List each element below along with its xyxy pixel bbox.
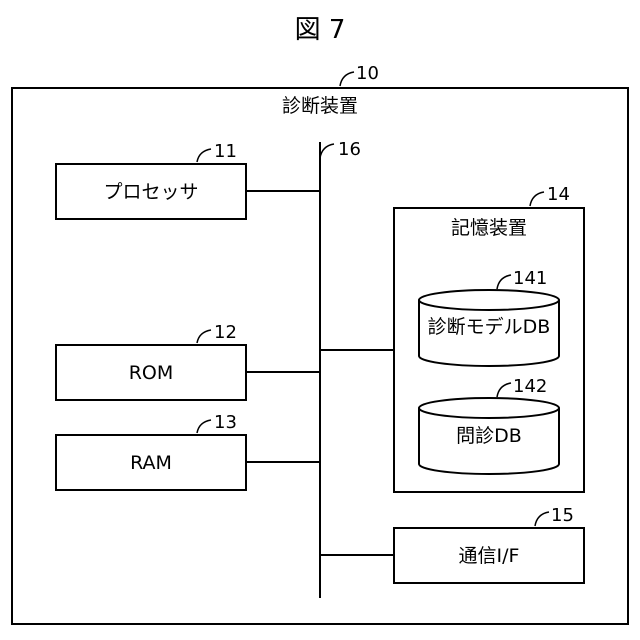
- bus-ref-number: 16: [338, 139, 361, 160]
- interview-db-ref-number: 142: [513, 376, 547, 397]
- storage-label: 記憶装置: [451, 217, 527, 239]
- rom-label: ROM: [129, 362, 174, 384]
- ram-ref-number: 13: [214, 412, 237, 433]
- device-label: 診断装置: [282, 95, 358, 117]
- comm-if-ref-number: 15: [551, 505, 574, 526]
- comm-if-label: 通信I/F: [459, 545, 520, 567]
- processor-label: プロセッサ: [103, 181, 198, 203]
- device-ref-leader: [340, 72, 354, 86]
- processor-ref-number: 11: [214, 141, 237, 162]
- ram-label: RAM: [130, 452, 172, 474]
- diagnosis-model-db-ref-number: 141: [513, 268, 547, 289]
- device-ref-number: 10: [356, 63, 379, 84]
- storage-ref-number: 14: [547, 184, 570, 205]
- figure-title: 図 7: [295, 15, 346, 45]
- rom-ref-number: 12: [214, 322, 237, 343]
- interview-db-label: 問診DB: [456, 425, 522, 447]
- diagnosis-model-db-label: 診断モデルDB: [428, 316, 551, 338]
